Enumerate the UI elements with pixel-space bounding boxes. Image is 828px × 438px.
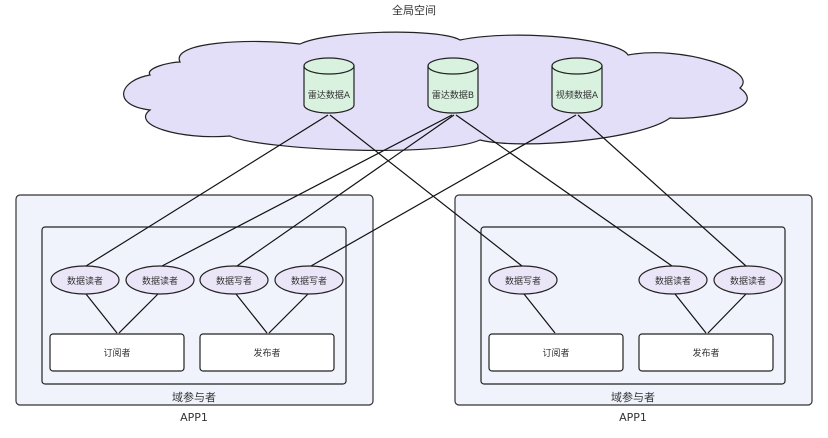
subscriber-box-left[interactable] [49,333,185,372]
edge-L-w2-pub [268,293,309,334]
edge-L-r2-sub [118,293,159,334]
global-space-title: 全局空间 [392,4,436,17]
role-L-r2[interactable] [125,265,195,295]
subscriber-box-right[interactable] [488,333,624,372]
role-L-w1[interactable] [199,265,269,295]
role-R-r1[interactable] [638,265,708,295]
domain-participant-label: 域参与者 [172,391,216,404]
subscriber-label: 订阅者 [103,349,131,359]
subscriber-label: 订阅者 [542,349,570,359]
edge-R-r1-pub [674,293,707,334]
edge-radarB-L-r2 [161,114,453,267]
role-R-r2[interactable] [713,265,783,295]
role-label: 数据写者 [215,277,252,287]
db-radarB[interactable] [427,57,479,114]
edge-radarA-R-w1 [329,114,523,267]
edge-R-w1-sub [523,293,556,334]
app-name-label: APP1 [180,411,208,424]
db-label: 雷达数据A [307,91,351,101]
role-R-w1[interactable] [488,265,558,295]
publisher-box-right[interactable] [638,333,774,372]
publisher-label: 发布者 [692,349,720,359]
domain-participant-label: 域参与者 [611,391,655,404]
publisher-box-left[interactable] [199,333,335,372]
db-label: 雷达数据B [431,91,475,101]
edge-radarB-L-w1 [236,114,455,267]
role-label: 数据写者 [504,277,541,287]
edge-videoA-R-r2 [577,114,747,267]
db-videoA[interactable] [551,57,603,114]
app-name-label: APP1 [619,411,647,424]
role-L-w2[interactable] [274,265,344,295]
db-label: 视频数据A [555,91,599,101]
role-label: 数据读者 [141,277,178,287]
edge-radarB-R-r1 [455,114,673,267]
edge-videoA-L-w2 [310,114,577,267]
role-label: 数据读者 [66,277,103,287]
role-label: 数据读者 [654,277,691,287]
role-label: 数据写者 [290,277,327,287]
edge-L-r1-sub [85,293,118,334]
role-L-r1[interactable] [50,265,120,295]
edge-radarA-L-r1 [85,114,329,267]
db-radarA[interactable] [303,57,355,114]
publisher-label: 发布者 [253,349,281,359]
role-label: 数据读者 [729,277,766,287]
edge-R-r2-pub [707,293,747,334]
edge-L-w1-pub [235,293,268,334]
